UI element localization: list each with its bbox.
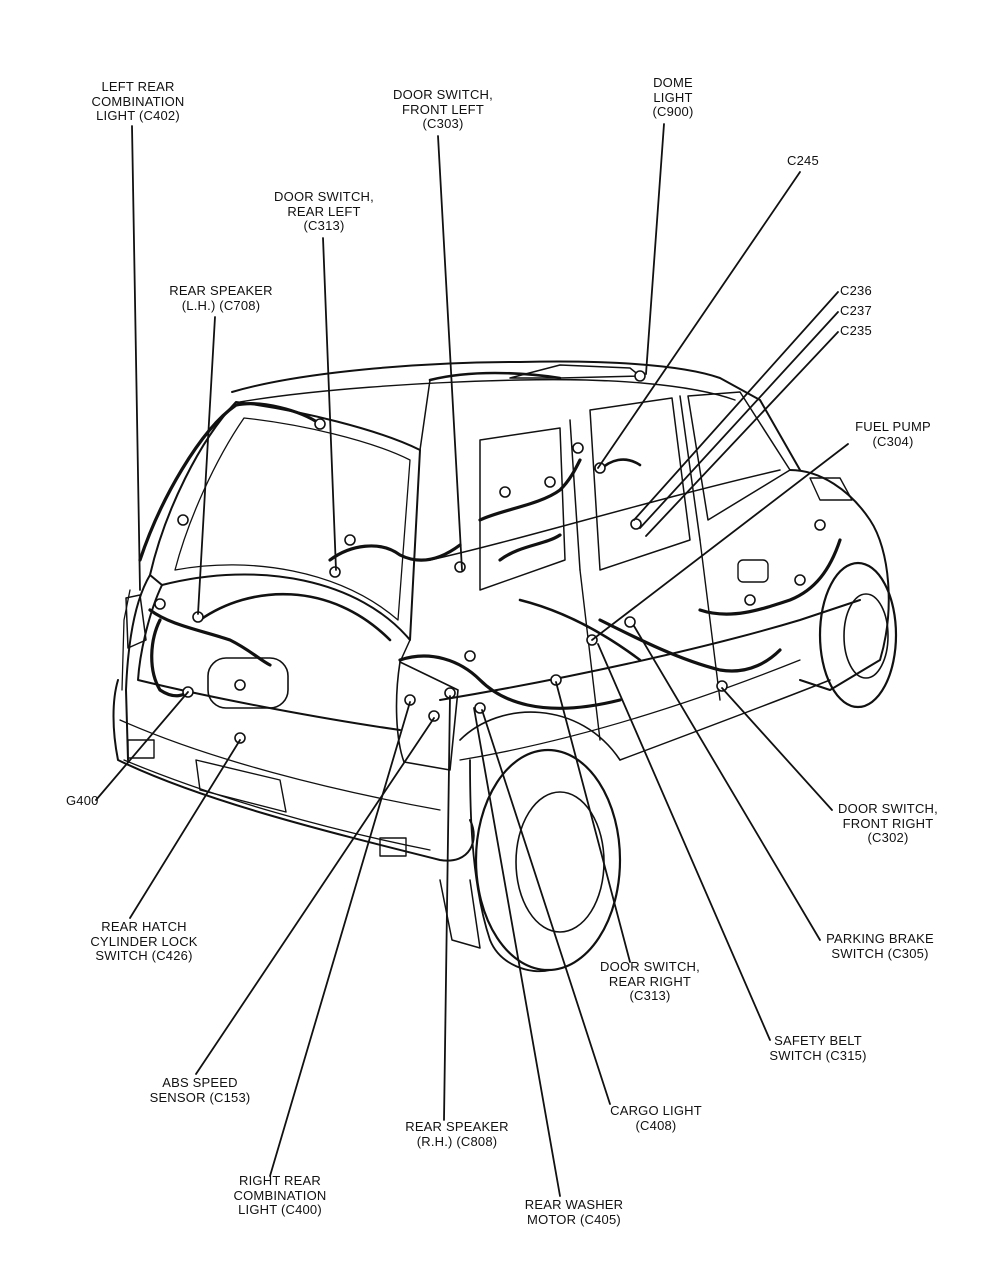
- leader-c235: [645, 331, 839, 537]
- leader-door-switch-front-right: [721, 687, 833, 811]
- leader-abs-speed-sensor: [195, 717, 435, 1075]
- leader-safety-belt: [597, 643, 771, 1041]
- label-right-rear-combination-light: RIGHT REAR COMBINATION LIGHT (C400): [233, 1173, 327, 1217]
- label-parking-brake-switch: PARKING BRAKE SWITCH (C305): [826, 931, 934, 961]
- label-c236: C236: [840, 283, 872, 298]
- leader-cargo-light: [481, 709, 611, 1105]
- label-safety-belt-switch: SAFETY BELT SWITCH (C315): [769, 1033, 867, 1063]
- label-fuel-pump: FUEL PUMP (C304): [855, 419, 931, 449]
- label-c235: C235: [840, 323, 872, 338]
- leader-parking-brake: [633, 625, 821, 941]
- vehicle-body: [112, 360, 898, 973]
- label-rear-speaker-lh: REAR SPEAKER (L.H.) (C708): [169, 283, 273, 313]
- leader-left-rear-light: [131, 125, 141, 591]
- leader-g400: [95, 691, 189, 801]
- leader-door-switch-front-left: [437, 135, 463, 571]
- label-dome-light: DOME LIGHT (C900): [652, 75, 694, 119]
- label-door-switch-front-left: DOOR SWITCH, FRONT LEFT (C303): [393, 87, 493, 131]
- leader-dome-light: [645, 123, 665, 375]
- leader-c245: [597, 171, 801, 469]
- label-rear-hatch-cylinder-lock-switch: REAR HATCH CYLINDER LOCK SWITCH (C426): [90, 919, 198, 963]
- leader-door-switch-rear-right: [555, 681, 631, 963]
- leader-rear-speaker-rh: [443, 695, 451, 1121]
- label-c237: C237: [840, 303, 872, 318]
- leader-rear-hatch-lock: [129, 739, 241, 919]
- leader-fuel-pump: [591, 443, 849, 641]
- leader-c236: [633, 291, 839, 521]
- label-door-switch-rear-right: DOOR SWITCH, REAR RIGHT (C313): [600, 959, 700, 1003]
- leader-c237: [639, 311, 839, 529]
- label-left-rear-combination-light: LEFT REAR COMBINATION LIGHT (C402): [91, 79, 185, 123]
- label-c245: C245: [787, 153, 819, 168]
- label-g400: G400: [66, 793, 99, 808]
- label-door-switch-front-right: DOOR SWITCH, FRONT RIGHT (C302): [838, 801, 938, 845]
- label-rear-speaker-rh: REAR SPEAKER (R.H.) (C808): [405, 1119, 509, 1149]
- wiring-harness: [138, 371, 842, 710]
- leader-rear-speaker-lh: [197, 316, 216, 615]
- leader-door-switch-rear-left: [322, 237, 337, 571]
- label-door-switch-rear-left: DOOR SWITCH, REAR LEFT (C313): [274, 189, 374, 233]
- label-abs-speed-sensor: ABS SPEED SENSOR (C153): [149, 1075, 251, 1105]
- label-rear-washer-motor: REAR WASHER MOTOR (C405): [524, 1197, 624, 1227]
- leader-rear-washer-motor: [473, 707, 561, 1197]
- label-cargo-light: CARGO LIGHT (C408): [610, 1103, 702, 1133]
- connectors: [154, 370, 826, 744]
- leader-right-rear-light: [269, 701, 411, 1177]
- leader-lines: [95, 123, 849, 1197]
